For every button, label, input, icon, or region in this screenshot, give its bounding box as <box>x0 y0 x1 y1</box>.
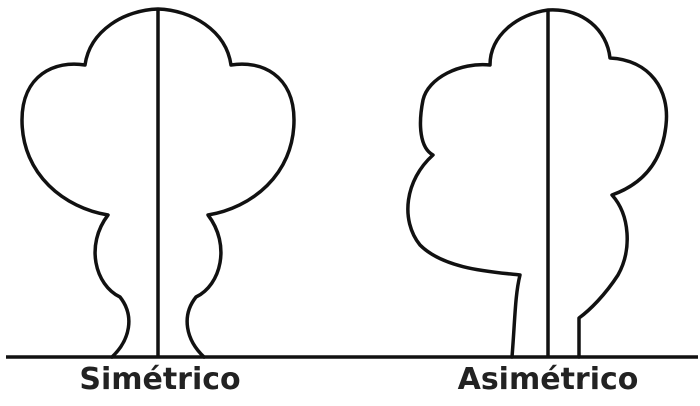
symmetric-label: Simétrico <box>60 362 260 398</box>
asymmetric-tree-outline <box>408 10 667 357</box>
asymmetric-label: Asimétrico <box>438 362 658 398</box>
